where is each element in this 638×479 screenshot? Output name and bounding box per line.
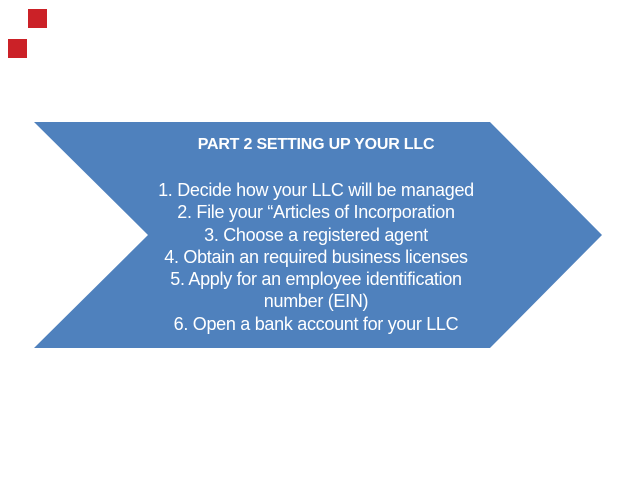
arrow-step-line-5: 5. Apply for an employee identification xyxy=(170,269,462,290)
logo-fragment-red-square-top xyxy=(28,9,47,28)
chevron-arrow-shape: PART 2 SETTING UP YOUR LLC 1. Decide how… xyxy=(34,122,602,348)
arrow-text-block: PART 2 SETTING UP YOUR LLC 1. Decide how… xyxy=(131,134,501,335)
arrow-step-line-3: 3. Choose a registered agent xyxy=(204,224,428,245)
arrow-steps-list: 1. Decide how your LLC will be managed 2… xyxy=(131,179,501,335)
arrow-step-line-1: 1. Decide how your LLC will be managed xyxy=(158,180,474,200)
arrow-step-line-4: 4. Obtain an required business licenses xyxy=(164,246,468,267)
logo-fragment-red-square-bottom xyxy=(8,39,27,58)
arrow-step-line-2: 2. File your “Articles of Incorporation xyxy=(177,202,455,223)
arrow-step-line-6: 6. Open a bank account for your LLC xyxy=(173,313,459,334)
arrow-step-line-5-wrap: number (EIN) xyxy=(263,291,369,312)
arrow-title: PART 2 SETTING UP YOUR LLC xyxy=(197,136,435,153)
